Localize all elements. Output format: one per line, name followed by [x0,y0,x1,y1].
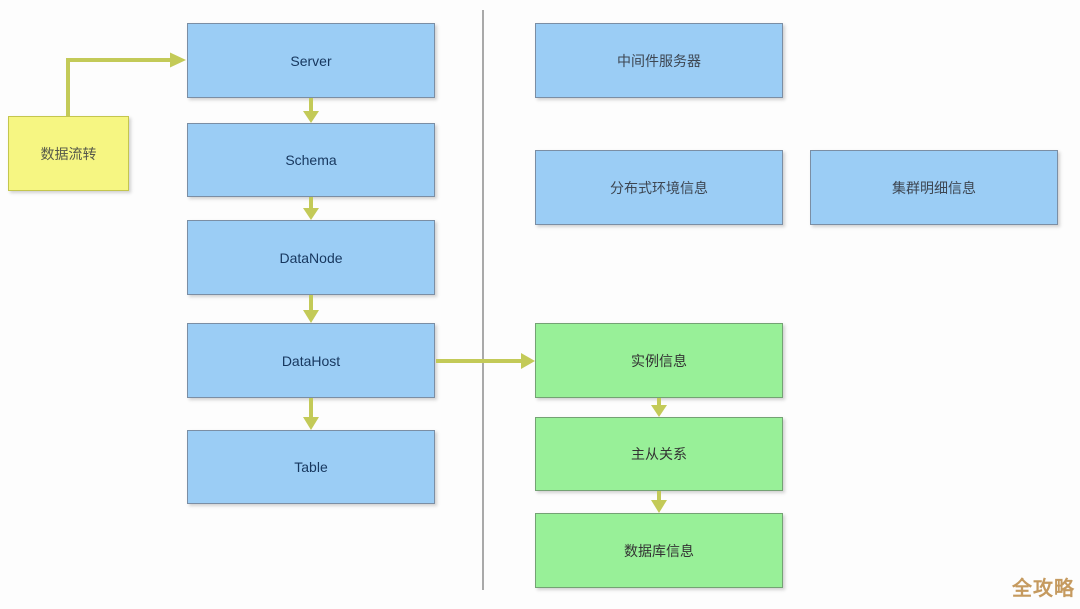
arrow-instance-to-masterslave [651,398,667,417]
arrow-schema-to-datanode [303,197,319,220]
node-server: Server [187,23,435,98]
node-label: 集群明细信息 [892,179,976,196]
node-cluster-detail-info: 集群明细信息 [810,150,1058,225]
node-datahost: DataHost [187,323,435,398]
node-label: 分布式环境信息 [610,179,708,196]
node-label: 数据库信息 [624,542,694,559]
arrow-masterslave-to-database [651,491,667,513]
node-distributed-env-info: 分布式环境信息 [535,150,783,225]
arrow-datahost-to-table [303,398,319,430]
node-middleware-server: 中间件服务器 [535,23,783,98]
arrow-dataflow-to-server [66,52,186,116]
watermark-text: 全攻略 [1012,578,1075,600]
node-label: Table [294,459,328,475]
node-label: Schema [285,152,337,168]
arrow-datahost-to-instance-info [436,353,535,369]
node-data-flow-legend: 数据流转 [8,116,129,191]
node-label: Server [290,52,332,69]
arrow-datanode-to-datahost [303,295,319,323]
arrow-server-to-schema [303,98,319,123]
node-label: DataHost [281,352,341,369]
node-label: DataNode [279,249,343,266]
node-database-info: 数据库信息 [535,513,783,588]
node-master-slave-relation: 主从关系 [535,417,783,491]
node-label: 实例信息 [631,352,687,369]
node-table: Table [187,430,435,504]
node-schema: Schema [187,123,435,197]
node-label: 中间件服务器 [617,52,701,69]
node-datanode: DataNode [187,220,435,295]
node-label: 数据流转 [40,145,97,162]
node-label: 主从关系 [631,446,687,462]
node-instance-info: 实例信息 [535,323,783,398]
